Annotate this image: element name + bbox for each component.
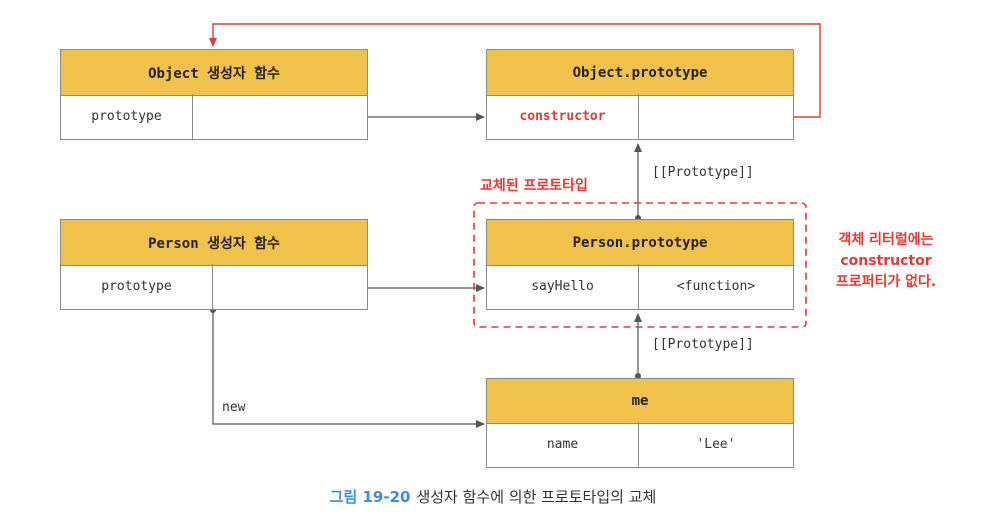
person-constructor-box: Person 생성자 함수 prototype: [60, 219, 368, 310]
figure-caption: 그림 19-20 생성자 함수에 의한 프로토타입의 교체: [0, 486, 986, 507]
box-key: sayHello: [531, 279, 594, 294]
figure-caption-text: 생성자 함수에 의한 프로토타입의 교체: [416, 488, 657, 506]
object-constructor-box: Object 생성자 함수 prototype: [60, 49, 368, 140]
person-proto-chain-link: [634, 143, 642, 221]
new-label: new: [222, 400, 246, 415]
box-title: Person 생성자 함수: [61, 220, 367, 266]
box-key: name: [546, 437, 579, 452]
proto-link-label-upper: [[Prototype]]: [652, 165, 754, 180]
box-title: Object 생성자 함수: [61, 50, 367, 96]
replaced-prototype-label: 교체된 프로토타입: [480, 178, 588, 194]
box-key: constructor: [519, 109, 606, 124]
note-line: 프로퍼티가 없다.: [835, 274, 937, 290]
no-constructor-note: 객체 리터럴에는 constructor 프로퍼티가 없다.: [806, 230, 966, 293]
box-value: 'Lee': [638, 422, 793, 467]
box-value: [192, 94, 367, 139]
note-line: constructor: [840, 253, 932, 269]
box-key: prototype: [101, 279, 172, 294]
box-title: me: [487, 379, 793, 424]
new-link: [210, 307, 485, 428]
me-proto-chain-link: [634, 313, 642, 379]
object-prototype-box: Object.prototype constructor: [486, 49, 794, 140]
box-value: <function>: [638, 264, 793, 309]
note-line: 객체 리터럴에는: [838, 232, 934, 248]
box-title: Object.prototype: [487, 50, 793, 96]
me-instance-box: me name 'Lee': [486, 378, 794, 468]
figure-number: 그림 19-20: [329, 488, 411, 506]
box-value: [638, 94, 793, 139]
box-value: [212, 264, 367, 309]
person-prototype-box: Person.prototype sayHello <function>: [486, 219, 794, 310]
box-key: prototype: [91, 109, 162, 124]
proto-link-label-lower: [[Prototype]]: [652, 337, 754, 352]
box-title: Person.prototype: [487, 220, 793, 266]
